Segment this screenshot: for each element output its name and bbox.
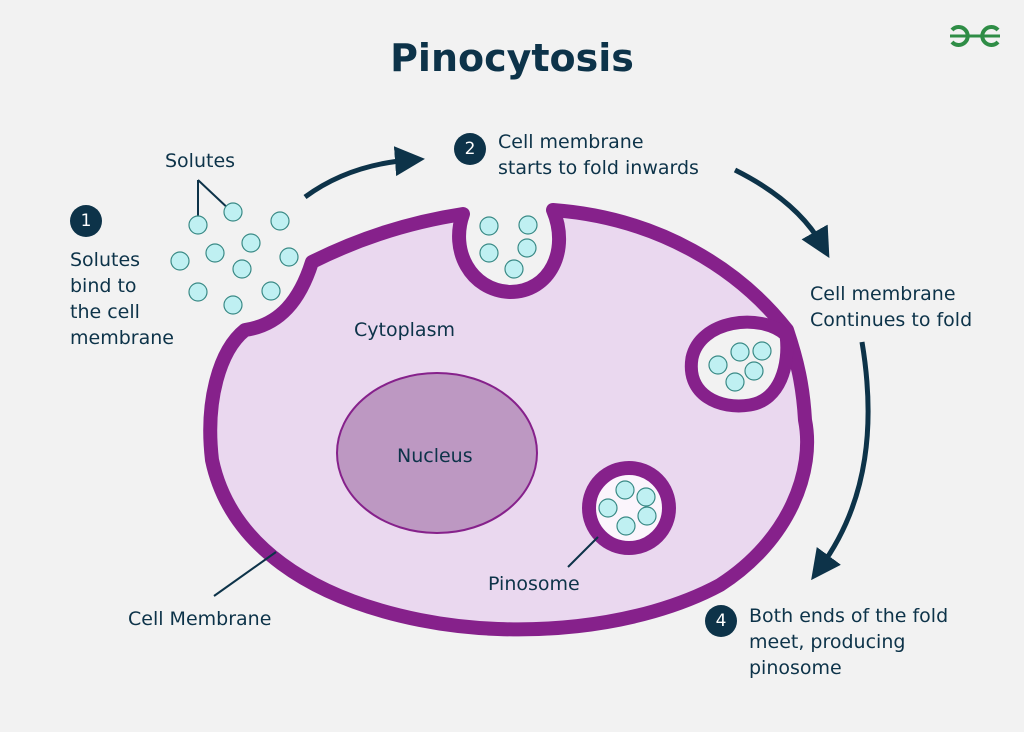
- solute-particle: [708, 355, 728, 375]
- arrow-step2-to-step3: [733, 167, 830, 259]
- solute-particle: [261, 281, 281, 301]
- solute-particle: [517, 238, 537, 258]
- step-4-badge: 4: [705, 605, 737, 637]
- solute-particle: [479, 243, 499, 263]
- solute-particles: [170, 202, 772, 536]
- solutes-label: Solutes: [165, 150, 236, 172]
- solute-particle: [730, 342, 750, 362]
- pinosome-leader-line: [567, 536, 599, 568]
- cytoplasm-label: Cytoplasm: [354, 319, 455, 341]
- solute-particle: [479, 216, 499, 236]
- pinosome-label: Pinosome: [488, 573, 580, 595]
- solute-particle: [223, 295, 243, 315]
- step-1-label: Solutes bind to the cell membrane: [70, 249, 174, 349]
- solute-particle: [518, 215, 538, 235]
- solute-particle: [205, 243, 225, 263]
- solute-particle: [637, 506, 657, 526]
- solute-particle: [504, 259, 524, 279]
- solute-particle: [170, 251, 190, 271]
- solute-particle: [615, 480, 635, 500]
- solute-particle: [616, 516, 636, 536]
- forming-vesicle: [684, 315, 794, 413]
- page-title: Pinocytosis: [390, 36, 634, 80]
- solute-particle: [223, 202, 243, 222]
- step-2-label: Cell membrane starts to fold inwards: [498, 131, 699, 179]
- step-2-badge: 2: [454, 133, 486, 165]
- arrow-step3-to-step4: [811, 341, 871, 581]
- nucleus-label: Nucleus: [397, 445, 473, 467]
- solute-particle: [752, 341, 772, 361]
- cell-membrane-leader-line: [213, 551, 277, 597]
- cell-membrane-label: Cell Membrane: [128, 608, 272, 630]
- step-3-label: Cell membrane Continues to fold: [810, 283, 973, 331]
- solute-particle: [279, 247, 299, 267]
- solute-particle: [232, 259, 252, 279]
- step-4-label: Both ends of the fold meet, producing pi…: [749, 605, 949, 679]
- solute-particle: [188, 282, 208, 302]
- solute-particle: [725, 372, 745, 392]
- solute-particle: [270, 211, 290, 231]
- solute-particle: [636, 487, 656, 507]
- arrow-step1-to-step2: [303, 146, 425, 200]
- nucleus: [336, 372, 538, 534]
- solute-particle: [744, 361, 764, 381]
- solute-particle: [598, 498, 618, 518]
- geeksforgeeks-logo-icon: [950, 25, 1000, 47]
- solute-particle: [241, 233, 261, 253]
- step-1-badge: 1: [70, 205, 102, 237]
- solute-particle: [188, 215, 208, 235]
